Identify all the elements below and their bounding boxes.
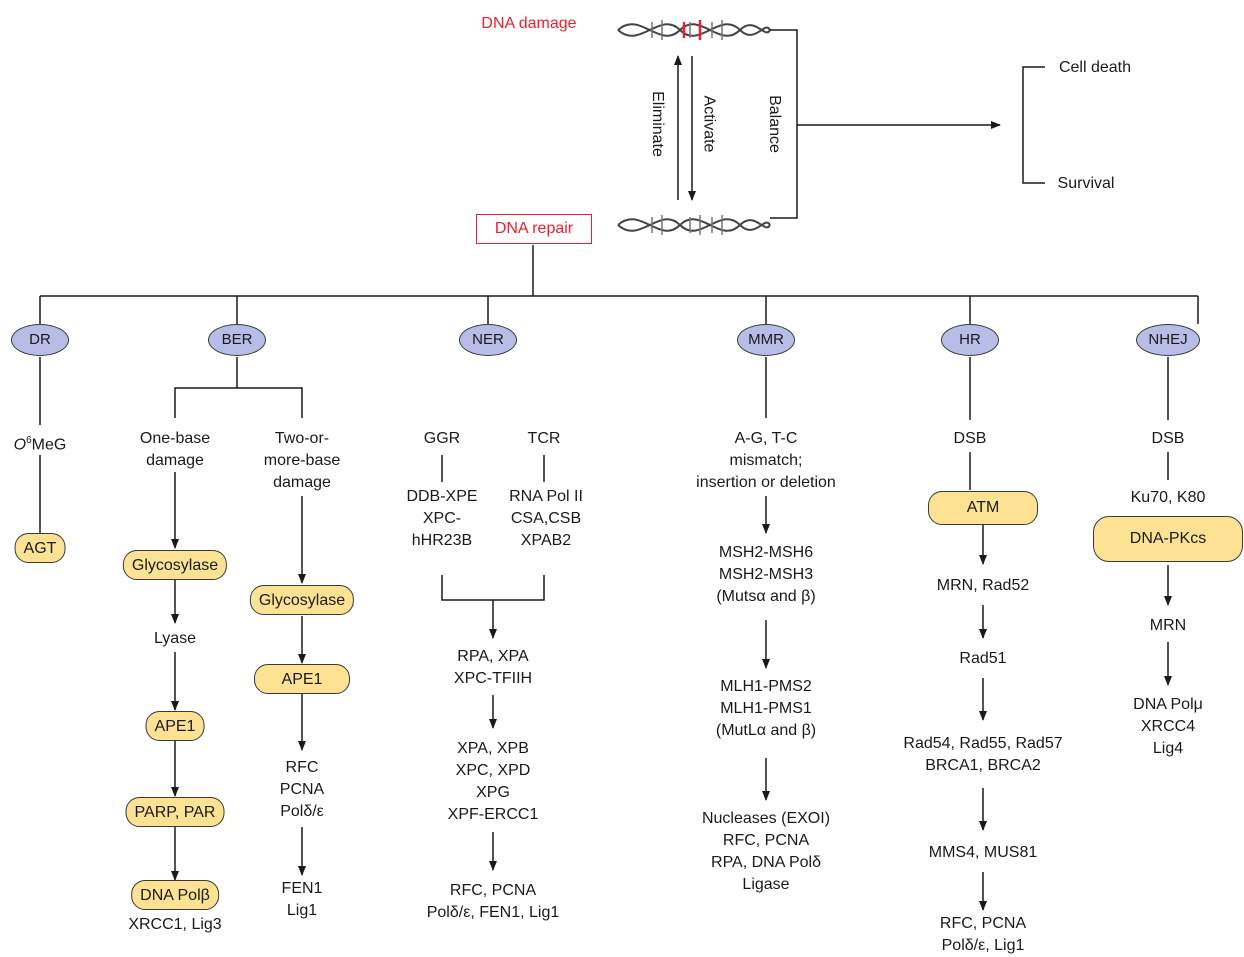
pathway-mmr: MMR (737, 324, 795, 356)
ber-xrcc1: XRCC1, Lig3 (128, 916, 222, 933)
ber-ape1-a: APE1 (145, 711, 205, 741)
nhej-dsb: DSB (1151, 430, 1185, 447)
dr-substrate: O6MeG (13, 435, 67, 454)
ber-ape1-b: APE1 (254, 664, 350, 694)
hr-mms4: MMS4, MUS81 (928, 844, 1038, 861)
activate-label: Activate (700, 95, 718, 153)
ber-glycosylase-2: Glycosylase (249, 585, 355, 615)
hr-mrn: MRN, Rad52 (936, 577, 1030, 594)
pathway-dr: DR (11, 324, 69, 356)
ner-ggr: GGR (423, 430, 461, 447)
pathway-ber: BER (208, 324, 266, 356)
ber-parp: PARP, PAR (125, 797, 225, 827)
dna-repair-box: DNA repair (476, 214, 592, 244)
ber-dna-polb: DNA Polβ (131, 880, 219, 910)
dna-helix-bottom (617, 215, 771, 235)
nhej-mrn: MRN (1149, 617, 1187, 634)
eliminate-label: Eliminate (648, 91, 666, 157)
pathway-nhej: NHEJ (1136, 324, 1200, 356)
pathway-hr: HR (941, 324, 999, 356)
nhej-dna-pkcs: DNA-PKcs (1093, 516, 1243, 562)
dr-agt: AGT (14, 533, 66, 563)
cell-death-label: Cell death (1058, 59, 1132, 76)
pathway-ner: NER (459, 324, 517, 356)
ber-glycosylase-1: Glycosylase (122, 550, 228, 580)
balance-label: Balance (765, 95, 783, 153)
hr-atm: ATM (928, 491, 1038, 525)
hr-rad51: Rad51 (959, 650, 1007, 667)
dna-damage-label: DNA damage (481, 15, 577, 32)
nhej-ku: Ku70, K80 (1130, 489, 1206, 506)
survival-label: Survival (1057, 175, 1115, 192)
ner-tcr: TCR (527, 430, 561, 447)
ber-lyase: Lyase (153, 630, 197, 647)
hr-dsb: DSB (953, 430, 987, 447)
dna-helix-top (617, 20, 771, 40)
